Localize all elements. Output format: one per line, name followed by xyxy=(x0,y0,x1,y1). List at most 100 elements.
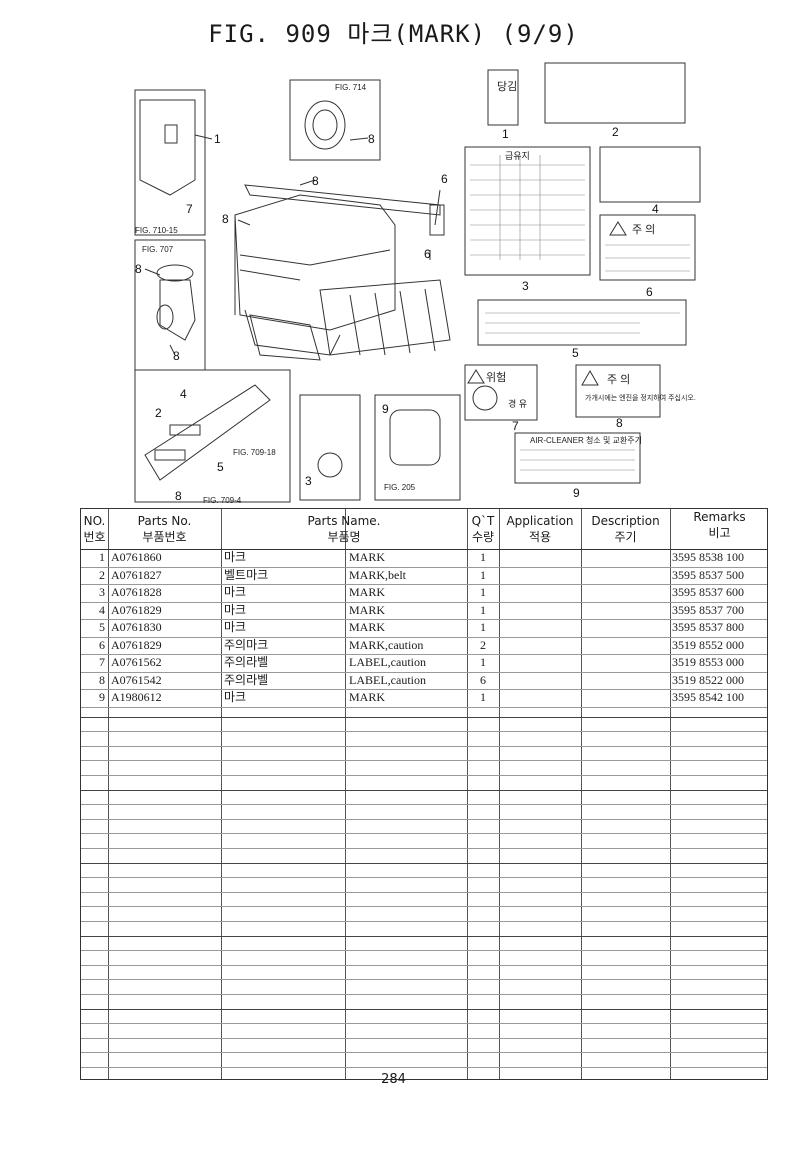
cell-qty: 1 xyxy=(480,585,486,599)
cell-remarks: 3595 8537 800 xyxy=(672,620,744,634)
cell-parts-no: A0761542 xyxy=(111,672,162,687)
cell-no: 8 xyxy=(99,672,105,687)
cell-qty: 1 xyxy=(480,550,486,564)
callout-8e: 8 xyxy=(173,349,180,363)
cell-qty: 6 xyxy=(480,672,486,687)
cell-no: 2 xyxy=(99,567,105,582)
callout-5b: 5 xyxy=(217,460,224,474)
callout-8f: 8 xyxy=(175,489,182,503)
callout-8c: 8 xyxy=(222,212,229,226)
cell-remarks: 3519 8522 000 xyxy=(672,672,744,687)
fig-ref-205: FIG. 205 xyxy=(384,483,416,492)
header-parts-no: Parts No.부품번호 xyxy=(137,514,192,544)
page-title: FIG. 909 마크(MARK) (9/9) xyxy=(208,20,579,48)
label-3-title: 급유지 xyxy=(505,151,530,161)
cell-no: 9 xyxy=(99,690,105,704)
cell-parts-no: A1980612 xyxy=(111,690,162,704)
page-number: 284 xyxy=(381,1072,406,1087)
cell-no: 1 xyxy=(99,550,105,564)
fig-ref-707: FIG. 707 xyxy=(142,245,174,254)
cell-parts-no: A0761829 xyxy=(111,637,162,652)
label-8-body: 가개시에는 엔진을 정지하여 주십시오. xyxy=(585,393,696,402)
label-7-side: 경 유 xyxy=(508,398,527,409)
cell-name-en: MARK,belt xyxy=(349,567,406,582)
fig-ref-714: FIG. 714 xyxy=(335,83,367,92)
cell-name-en: MARK xyxy=(349,620,386,634)
cell-qty: 2 xyxy=(480,637,486,652)
callout-8d: 8 xyxy=(135,262,142,276)
callout-9b: 9 xyxy=(573,486,580,500)
exploded-diagram: 당김 주 의 위험 주 의 AIR-CLEANER 청소 및 교환주기 급유지 … xyxy=(134,62,701,505)
cell-parts-no: A0761562 xyxy=(111,655,162,669)
cell-name-kr: 마크 xyxy=(224,585,247,599)
cell-remarks: 3519 8552 000 xyxy=(672,637,744,652)
callout-1: 1 xyxy=(214,132,221,146)
cell-name-en: MARK,caution xyxy=(349,637,424,652)
table-row: 2 A0761827 벨트마크 MARK,belt 1 3595 8537 500 xyxy=(81,567,767,585)
callout-2b: 2 xyxy=(155,406,162,420)
cell-qty: 1 xyxy=(480,602,486,617)
cell-name-kr: 마크 xyxy=(224,690,247,704)
callout-6b: 6 xyxy=(441,172,448,186)
callout-6c: 6 xyxy=(424,247,431,261)
cell-name-en: MARK xyxy=(349,690,386,704)
cell-name-en: MARK xyxy=(349,602,386,617)
cell-name-kr: 주의라벨 xyxy=(224,672,269,687)
callout-8: 8 xyxy=(368,132,375,146)
header-parts-name: Parts Name.부품명 xyxy=(307,514,381,544)
callout-6: 6 xyxy=(646,285,653,299)
cell-qty: 1 xyxy=(480,690,486,704)
fig-ref-710-15: FIG. 710-15 xyxy=(135,226,178,235)
callout-9: 9 xyxy=(382,402,389,416)
cell-parts-no: A0761829 xyxy=(111,602,162,617)
cell-no: 7 xyxy=(99,655,105,669)
header-no: NO.번호 xyxy=(83,514,106,544)
cell-name-kr: 벨트마크 xyxy=(224,567,269,582)
table-row: 9 A1980612 마크 MARK 1 3595 8542 100 xyxy=(81,689,767,708)
callout-3: 3 xyxy=(522,279,529,293)
cell-name-kr: 마크 xyxy=(224,620,247,634)
cell-remarks: 3595 8537 500 xyxy=(672,567,744,582)
callout-4b: 4 xyxy=(180,387,187,401)
cell-parts-no: A0761828 xyxy=(111,585,162,599)
label-1-text: 당김 xyxy=(497,80,517,93)
callout-8g: 8 xyxy=(616,416,623,430)
table-row: 8 A0761542 주의라벨 LABEL,caution 6 3519 8522 000 xyxy=(81,672,767,690)
cell-no: 3 xyxy=(99,585,105,599)
cell-remarks: 3595 8542 100 xyxy=(672,690,744,704)
callout-3b: 3 xyxy=(305,474,312,488)
label-6-title: 주 의 xyxy=(632,223,655,236)
cell-qty: 1 xyxy=(480,655,486,669)
cell-name-en: MARK xyxy=(349,585,386,599)
cell-qty: 1 xyxy=(480,567,486,582)
cell-parts-no: A0761830 xyxy=(111,620,162,634)
cell-parts-no: A0761827 xyxy=(111,567,162,582)
cell-name-kr: 마크 xyxy=(224,550,247,564)
callout-2: 2 xyxy=(612,125,619,139)
label-7-title: 위험 xyxy=(486,371,506,384)
callout-8b: 8 xyxy=(312,174,319,188)
callout-4: 4 xyxy=(652,202,659,216)
cell-remarks: 3595 8537 700 xyxy=(672,602,744,617)
cell-remarks: 3519 8553 000 xyxy=(672,655,744,669)
cell-name-kr: 주의마크 xyxy=(224,637,269,652)
cell-name-en: LABEL,caution xyxy=(349,672,426,687)
callout-1b: 1 xyxy=(502,127,509,141)
cell-name-en: LABEL,caution xyxy=(349,655,426,669)
label-8-title: 주 의 xyxy=(607,373,630,386)
callout-7: 7 xyxy=(186,202,193,216)
cell-qty: 1 xyxy=(480,620,486,634)
fig-ref-709-4: FIG. 709-4 xyxy=(203,496,242,505)
cell-remarks: 3595 8538 100 xyxy=(672,550,744,564)
cell-no: 4 xyxy=(99,602,105,617)
